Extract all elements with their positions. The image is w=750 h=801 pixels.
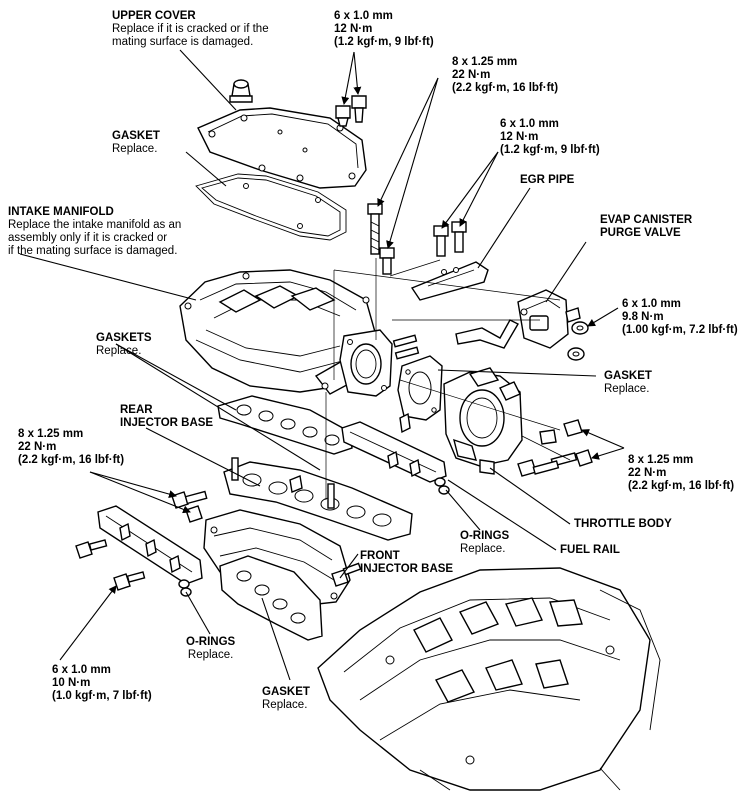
orings-low-title: O-RINGS [186,636,236,648]
orings-mid-note: Replace. [460,543,506,555]
spec-size: 6 x 1.0 mm [622,298,681,310]
orings-low-note: Replace. [187,649,234,661]
cover-cap-nut [229,79,253,103]
spec-alt: (1.0 kgf·m, 7 lbf·ft) [52,690,152,702]
rear-injector-base-label: REAR INJECTOR BASE [120,404,213,430]
rear-gasket [217,395,353,455]
evap-line-2: PURGE VALVE [600,227,681,239]
spec-size: 6 x 1.0 mm [52,664,111,676]
throttle-body-label: THROTTLE BODY [574,518,672,531]
throttle-body-title: THROTTLE BODY [574,518,672,530]
upper-cover [197,107,367,189]
orings-mid-title: O-RINGS [460,530,510,542]
evap-label: EVAP CANISTER PURGE VALVE [600,214,692,240]
throttle-gasket-note: Replace. [604,383,650,395]
front-injector-base-line-2: INJECTOR BASE [360,563,454,575]
spec-size: 6 x 1.0 mm [500,118,559,130]
spec-size: 8 x 1.25 mm [18,428,84,440]
spec-rear-base-bolt: 8 x 1.25 mm 22 N·m (2.2 kgf·m, 16 lbf·ft… [18,428,124,467]
spec-alt: (1.00 kgf·m, 7.2 lbf·ft) [622,324,738,336]
spec-egr-bolt: 6 x 1.0 mm 12 N·m (1.2 kgf·m, 9 lbf·ft) [500,118,600,157]
front-injector-base-line-1: FRONT [360,550,400,562]
fuel-rail-mid [341,412,450,495]
orings-mid-label: O-RINGS Replace. [460,530,509,556]
spec-alt: (2.2 kgf·m, 16 lbf·ft) [452,82,559,94]
spec-size: 8 x 1.25 mm [452,56,518,68]
intake-manifold [179,269,393,397]
throttle-body [443,367,523,475]
intake-manifold-label: INTAKE MANIFOLD Replace the intake manif… [8,206,181,258]
manifold-studs [392,334,420,360]
spec-torque: 9.8 N·m [622,311,664,323]
spec-cover-bolt: 6 x 1.0 mm 12 N·m (1.2 kgf·m, 9 lbf·ft) [334,10,434,49]
egr-bolts [433,221,467,257]
upper-cover-note-2: mating surface is damaged. [112,36,254,48]
top-gasket [195,173,347,241]
spec-lower-rail-bolt: 6 x 1.0 mm 10 N·m (1.0 kgf·m, 7 lbf·ft) [52,664,152,703]
top-gasket-title: GASKET [112,130,160,142]
fuel-rail-title: FUEL RAIL [560,544,620,556]
upper-cover-note-1: Replace if it is cracked or if the [112,23,269,35]
spec-long-bolt: 8 x 1.25 mm 22 N·m (2.2 kgf·m, 16 lbf·ft… [452,56,558,95]
gaskets-label: GASKETS Replace. [96,332,152,358]
bottom-gasket-label: GASKET Replace. [262,686,310,712]
bottom-gasket [219,555,323,641]
long-bolt-left [367,203,383,255]
spec-torque: 22 N·m [628,467,667,479]
rear-injector-base-line-2: INJECTOR BASE [120,417,214,429]
spec-torque: 10 N·m [52,677,91,689]
engine-block [317,567,661,791]
evap-nuts [567,321,589,361]
spec-torque: 12 N·m [500,131,539,143]
top-gasket-note: Replace. [112,143,158,155]
egr-pipe-title: EGR PIPE [520,174,575,186]
upper-cover-label: UPPER COVER Replace if it is cracked or … [112,10,269,49]
spec-alt: (1.2 kgf·m, 9 lbf·ft) [334,36,434,48]
spec-torque: 22 N·m [452,69,491,81]
throttle-gasket-label: GASKET Replace. [604,370,652,396]
intake-manifold-note-2: assembly only if it is cracked or [8,232,168,244]
rear-injector-base-line-1: REAR [120,404,153,416]
intake-manifold-note-3: if the mating surface is damaged. [8,245,178,257]
egr-pipe [410,261,489,301]
cover-bolts [335,95,367,127]
gaskets-note: Replace. [96,345,142,357]
leader-lines [19,49,625,681]
evap-line-1: EVAP CANISTER [600,214,693,226]
lower-rail-bolts [75,539,146,591]
spec-torque: 22 N·m [18,441,57,453]
fuel-rail-lower [97,505,203,597]
spec-alt: (1.2 kgf·m, 9 lbf·ft) [500,144,600,156]
rear-injector-base [223,457,413,541]
bottom-gasket-title: GASKET [262,686,310,698]
front-injector-base-label: FRONT INJECTOR BASE [360,550,453,576]
spec-alt: (2.2 kgf·m, 16 lbf·ft) [18,454,125,466]
intake-manifold-note-1: Replace the intake manifold as an [8,219,182,231]
spec-throttle-bolt: 8 x 1.25 mm 22 N·m (2.2 kgf·m, 16 lbf·ft… [628,454,734,493]
gaskets-title: GASKETS [96,332,152,344]
spec-torque: 12 N·m [334,23,373,35]
spec-evap-nut: 6 x 1.0 mm 9.8 N·m (1.00 kgf·m, 7.2 lbf·… [622,298,738,337]
egr-pipe-label: EGR PIPE [520,174,574,187]
throttle-gasket [397,355,443,421]
long-bolt-right [379,247,395,275]
fuel-rail-label: FUEL RAIL [560,544,620,557]
bottom-gasket-note: Replace. [262,699,308,711]
spec-alt: (2.2 kgf·m, 16 lbf·ft) [628,480,735,492]
spec-size: 6 x 1.0 mm [334,10,393,22]
throttle-gasket-title: GASKET [604,370,652,382]
evap-purge-valve [517,289,581,349]
alignment-lines [325,258,571,500]
upper-cover-title: UPPER COVER [112,10,196,22]
egr-hose [455,319,519,349]
top-gasket-label: GASKET Replace. [112,130,160,156]
orings-low-label: O-RINGS Replace. [186,636,235,662]
spec-size: 8 x 1.25 mm [628,454,694,466]
intake-manifold-title: INTAKE MANIFOLD [8,206,114,218]
